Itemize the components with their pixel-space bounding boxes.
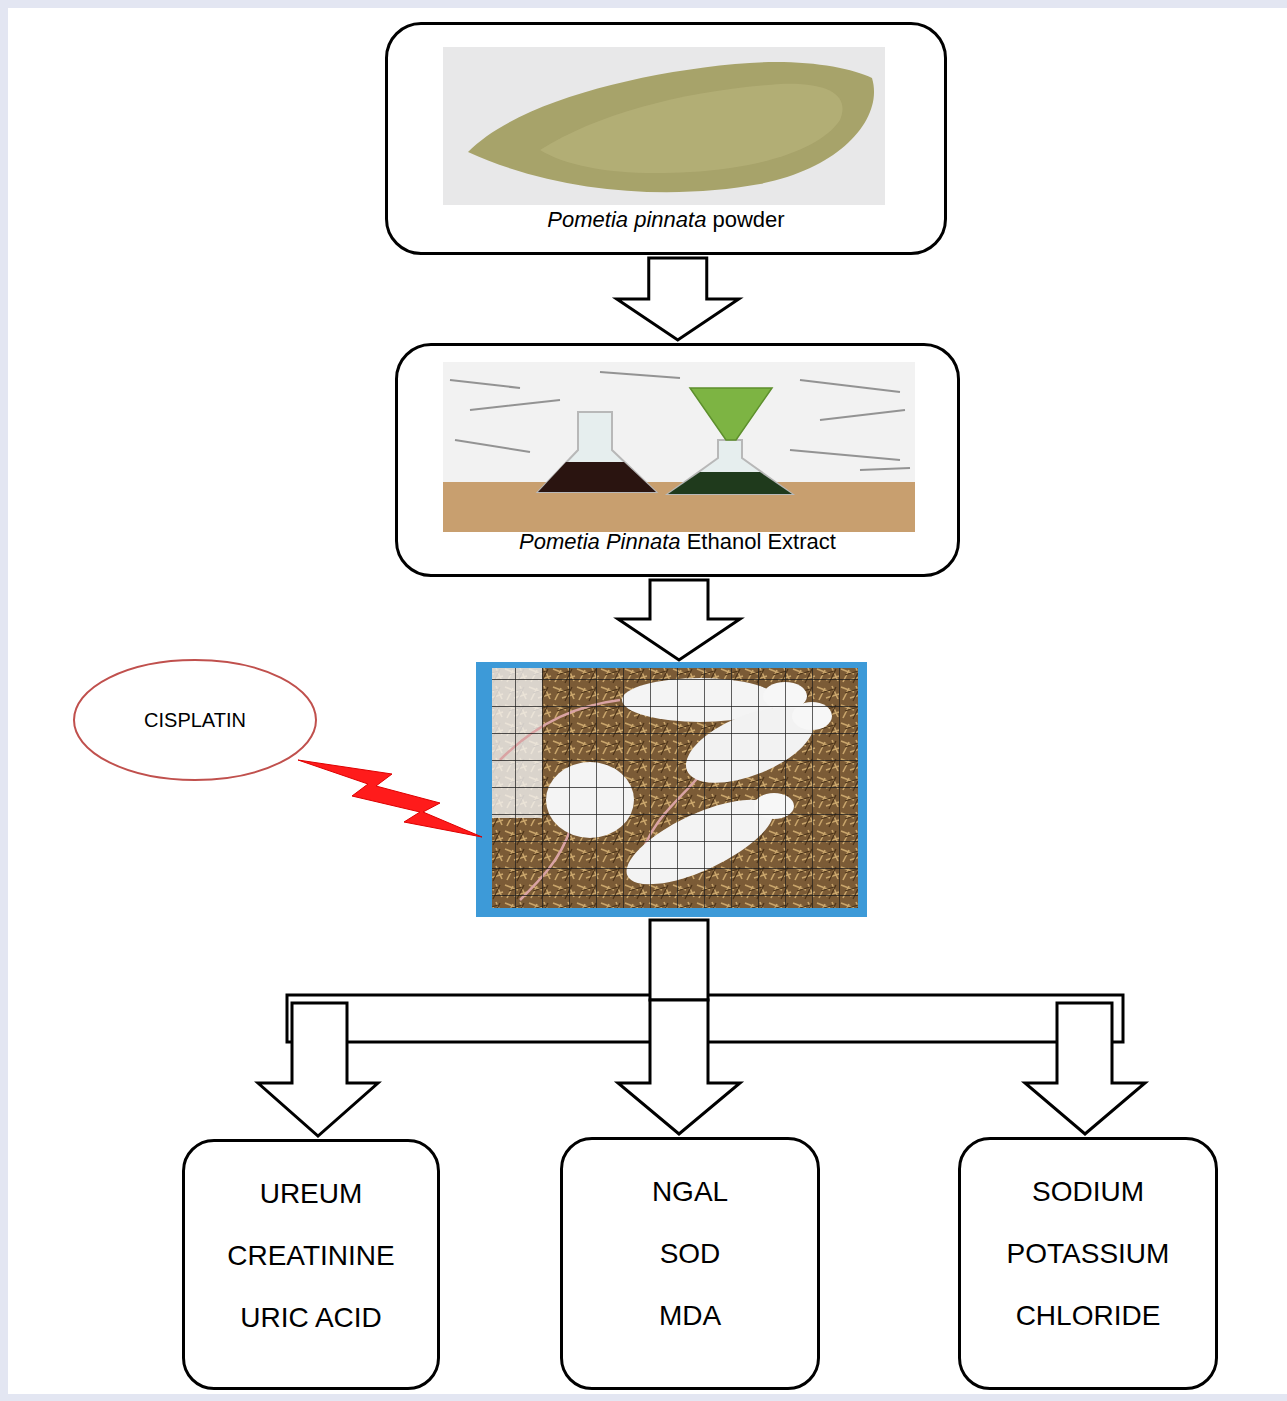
parameter-box: SODIUMPOTASSIUMCHLORIDE [958, 1137, 1218, 1390]
word-gap [706, 207, 712, 232]
powder-highlight [540, 84, 843, 173]
species-word: Pometia [519, 529, 600, 554]
word-gap [628, 207, 634, 232]
extract-photo [443, 362, 915, 532]
node-text: SOD [660, 1223, 721, 1285]
photo-ground [443, 362, 915, 532]
species-word: Pinnata [606, 529, 681, 554]
block-arrow [258, 1003, 378, 1136]
image-box: Pometia pinnata powder [385, 22, 947, 255]
bedding [492, 668, 858, 908]
block-arrow [618, 580, 740, 660]
flask [668, 440, 792, 494]
cage-grid [492, 668, 858, 908]
node-text: Pometia Pinnata Ethanol Extract [519, 528, 836, 556]
funnel [690, 388, 772, 440]
node-text: MDA [659, 1285, 721, 1347]
species-word: pinnata [634, 207, 706, 232]
block-arrow-shaft [650, 920, 708, 1000]
image-box: Pometia Pinnata Ethanol Extract [395, 343, 960, 577]
lightning-bolt [298, 760, 482, 837]
block-arrow [617, 258, 739, 340]
page-ground [8, 8, 1287, 1394]
dark-extract [538, 462, 656, 492]
node-text: Pometia pinnata powder [547, 206, 784, 234]
block-arrow [1025, 1003, 1145, 1134]
node-text: POTASSIUM [1007, 1223, 1170, 1285]
ellipse-outline [74, 660, 316, 780]
node-text: CREATININE [227, 1225, 395, 1287]
parameter-box: NGALSODMDA [560, 1137, 820, 1390]
block-arrow [618, 1000, 740, 1134]
node-text: SODIUM [1032, 1161, 1144, 1223]
word-gap [761, 529, 767, 554]
green-extract [668, 472, 792, 494]
word-gap [600, 529, 606, 554]
node-text: NGAL [652, 1161, 728, 1223]
word-gap [681, 529, 687, 554]
node-text: CISPLATIN [144, 707, 246, 733]
word: Extract [767, 529, 835, 554]
photo-ground [443, 47, 885, 205]
node-text: UREUM [260, 1163, 363, 1225]
word: Ethanol [687, 529, 762, 554]
word: powder [713, 207, 785, 232]
rat-cage-photo [476, 662, 867, 917]
powder-heap [468, 62, 874, 192]
node-text: URIC ACID [240, 1287, 382, 1349]
powder-photo [443, 47, 885, 205]
flask [538, 412, 656, 492]
species-word: Pometia [547, 207, 628, 232]
wall-marks [450, 372, 910, 470]
node-text: CHLORIDE [1016, 1285, 1161, 1347]
cage-tray [476, 662, 867, 917]
agent-ellipse: CISPLATIN [72, 658, 318, 782]
parameter-box: UREUMCREATININEURIC ACID [182, 1139, 440, 1390]
